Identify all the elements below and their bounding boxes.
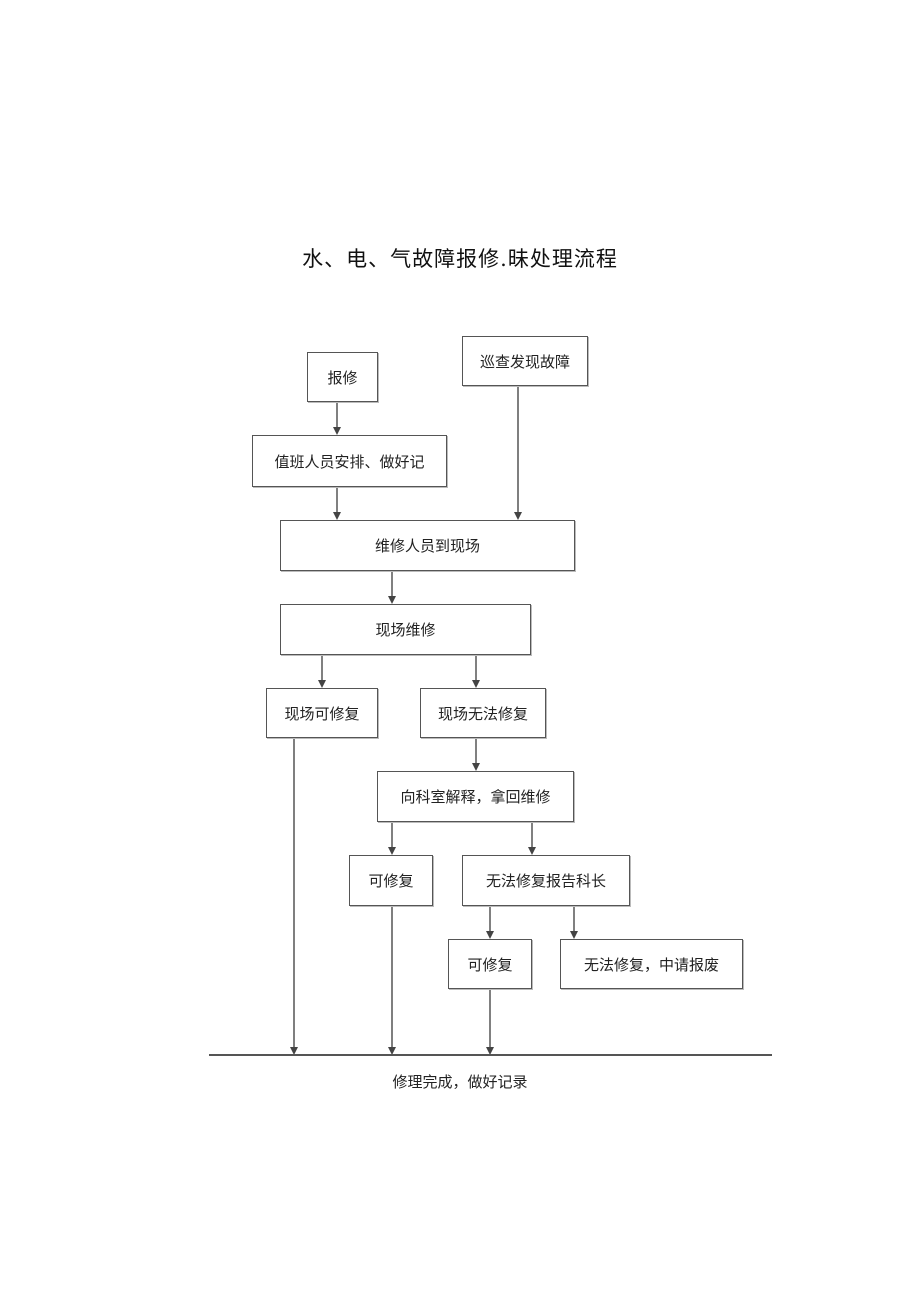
page-title: 水、电、气故障报修.昧处理流程	[302, 247, 618, 271]
node-inspect: 巡查发现故障	[462, 336, 588, 386]
node-duty: 值班人员安排、做好记	[252, 435, 447, 487]
node-onsite: 现场维修	[280, 604, 531, 655]
final-label: 修理完成，做好记录	[392, 1073, 528, 1091]
node-unfixable: 现场无法修复	[420, 688, 546, 738]
node-explain: 向科室解释，拿回维修	[377, 771, 574, 822]
node-fixable2: 可修复	[349, 855, 433, 906]
node-scrap: 无法修复，中请报废	[560, 939, 743, 989]
node-report-chief: 无法修复报告科长	[462, 855, 630, 906]
node-fixable: 现场可修复	[266, 688, 378, 738]
node-report: 报修	[307, 352, 378, 402]
node-arrive: 维修人员到现场	[280, 520, 575, 571]
node-fixable3: 可修复	[448, 939, 532, 989]
